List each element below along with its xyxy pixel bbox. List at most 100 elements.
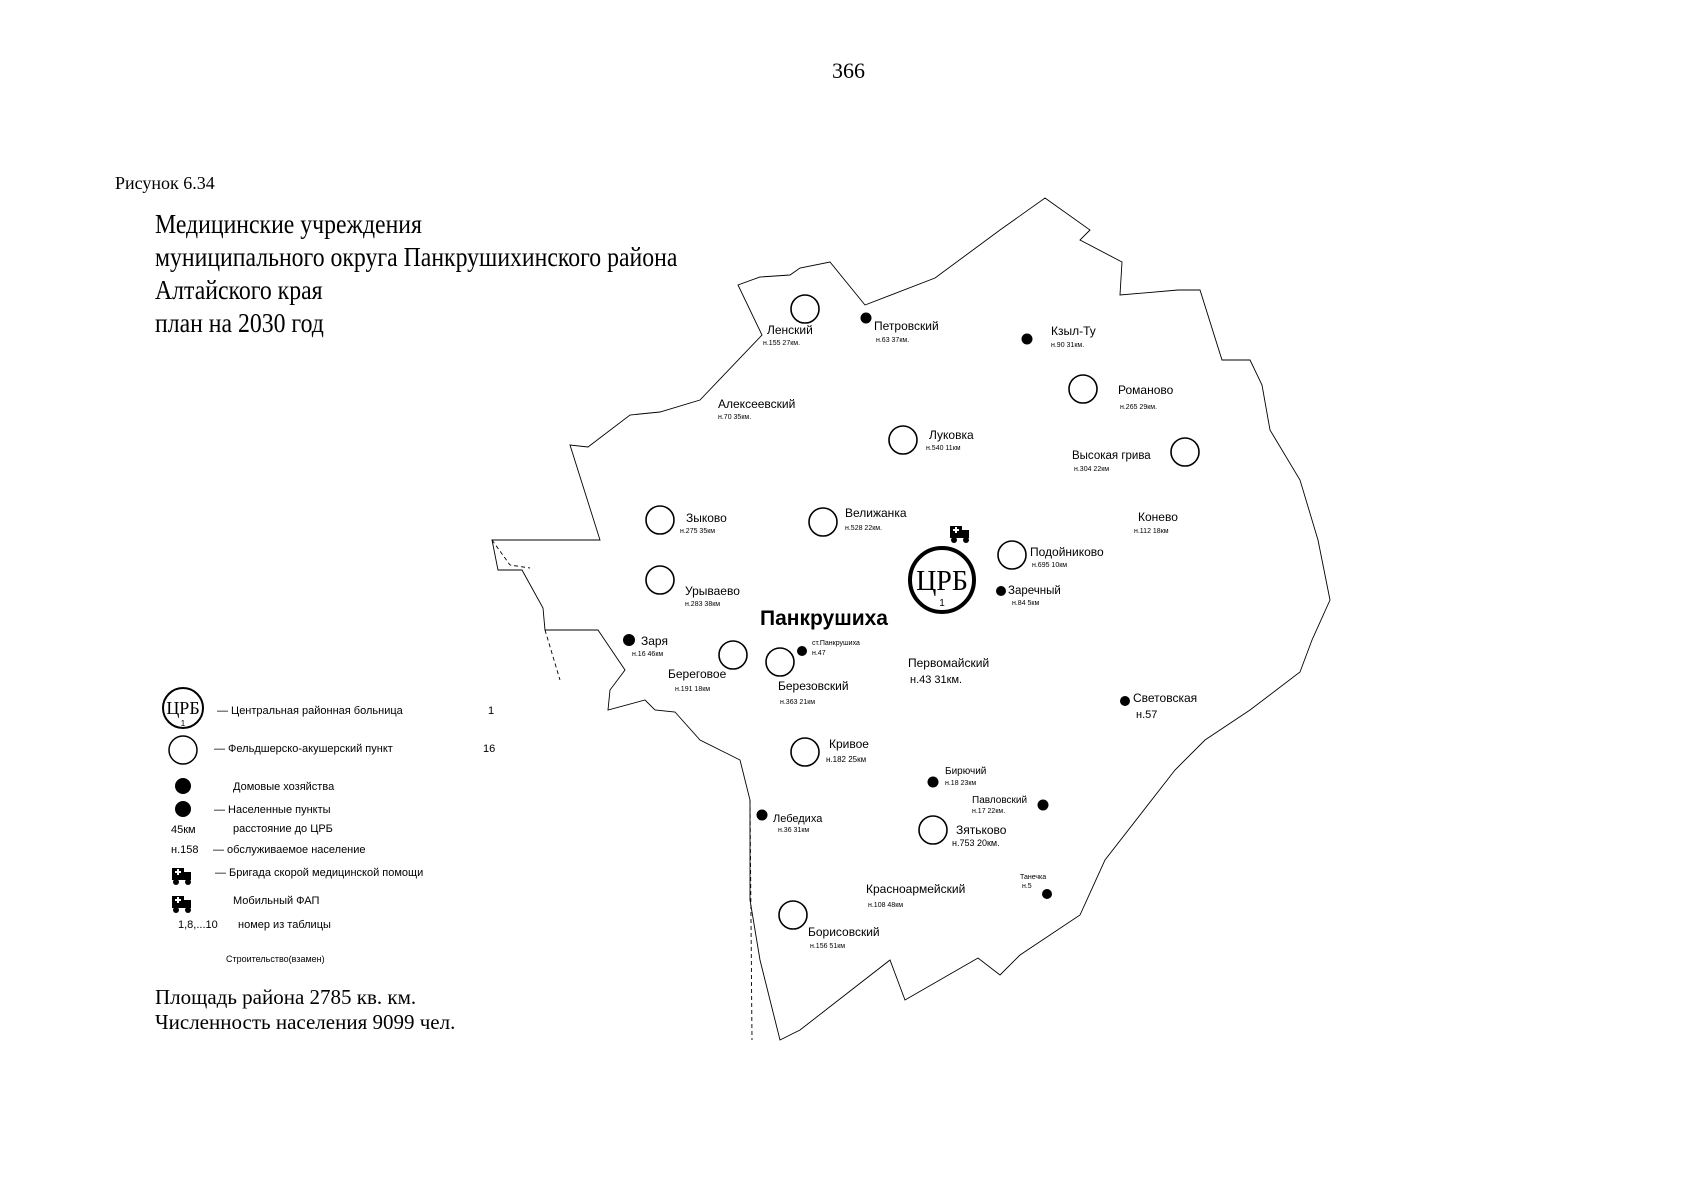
settlement-info-kzyl-tu: н.90 31км. <box>1051 342 1084 349</box>
title-line-1: Медицинские учреждения <box>155 209 422 239</box>
settlement-name-kzyl-tu: Кзыл-Ту <box>1051 324 1096 338</box>
legend-fap-count: 16 <box>483 743 495 755</box>
page-number: 366 <box>832 58 865 83</box>
settlement-name-podoynikovo: Подойниково <box>1030 545 1104 559</box>
fap-circle-beregovoe <box>718 640 748 670</box>
settlement-info-st-pankrushiha: н.47 <box>812 650 826 657</box>
legend-settlement-dot <box>175 801 191 817</box>
settlement-info-velizhanka: н.528 22км. <box>845 525 882 532</box>
dot-pavlovsky <box>1037 799 1049 811</box>
settlement-name-lensky: Ленский <box>767 323 813 337</box>
fap-circle-velizhanka <box>808 507 838 537</box>
dot-lebediha <box>756 809 768 821</box>
settlement-info-alekseevsky: н.70 35км. <box>718 414 751 421</box>
legend-ambulance-label: — Бригада скорой медицинской помощи <box>215 867 423 879</box>
legend-table-number-label: номер из таблицы <box>238 919 331 931</box>
fap-circle-krivoe <box>790 737 820 767</box>
dot-biryuchy <box>927 776 939 788</box>
legend-table-number-key: 1,8,...10 <box>178 919 218 931</box>
fap-circle-vysokaya-griva <box>1170 437 1200 467</box>
settlement-info-svetovskaya: н.57 <box>1136 709 1157 721</box>
settlement-info-biryuchy: н.18 23км <box>945 780 976 787</box>
crb-symbol: ЦРБ 1 <box>908 546 976 614</box>
legend-ambulance-icon <box>172 868 191 885</box>
legend-mobile-fap-icon <box>172 896 191 913</box>
settlement-info-lensky: н.155 27км. <box>763 340 800 347</box>
legend-crb-count: 1 <box>488 705 494 717</box>
district-population: Численность населения 9099 чел. <box>155 1010 456 1034</box>
settlement-info-petrovsky: н.63 37км. <box>876 337 909 344</box>
legend-household-dot <box>175 778 191 794</box>
legend-crb-symbol <box>162 687 204 729</box>
settlement-name-beregovoe: Береговое <box>668 667 727 681</box>
dot-tanechka <box>1042 889 1052 899</box>
settlement-name-zykovo: Зыково <box>686 511 727 525</box>
settlement-name-velizhanka: Велижанка <box>845 506 907 520</box>
settlement-info-beregovoe: н.191 18км <box>675 686 710 693</box>
legend-crb-label: — Центральная районная больница <box>217 705 404 717</box>
legend-distance-key: 45км <box>171 824 196 836</box>
settlement-name-zyatkovo: Зятьково <box>956 823 1007 837</box>
settlement-info-vysokaya-griva: н.304 22км <box>1074 466 1109 473</box>
center-label: Панкрушиха <box>760 607 888 630</box>
legend-population-key: н.158 <box>171 844 198 856</box>
settlement-name-zarya: Заря <box>641 634 668 648</box>
settlement-info-zyatkovo: н.753 20км. <box>952 838 1000 848</box>
fap-circle-zykovo <box>645 505 675 535</box>
settlement-info-uryvaevo: н.283 38км <box>685 601 720 608</box>
legend-crb-symbol-number: 1 <box>181 719 186 728</box>
legend-distance-label: расстояние до ЦРБ <box>233 823 333 835</box>
settlement-info-pavlovsky: н.17 22км. <box>972 808 1005 815</box>
settlement-name-vysokaya-griva: Высокая грива <box>1072 450 1151 462</box>
settlement-name-lebediha: Лебедиха <box>773 813 823 825</box>
district-area: Площадь района 2785 кв. км. <box>155 985 417 1009</box>
settlement-name-lukovka: Луковка <box>929 428 974 442</box>
settlement-name-romanovo: Романово <box>1118 383 1174 397</box>
crb-label: ЦРБ <box>916 566 968 597</box>
legend-fap-label: — Фельдшерско-акушерский пункт <box>214 743 393 755</box>
settlement-name-zarechny: Заречный <box>1008 585 1061 597</box>
settlement-info-zarya: н.16 46км <box>632 651 663 658</box>
settlement-name-biryuchy: Бирючий <box>945 766 986 777</box>
crb-number: 1 <box>939 598 945 609</box>
settlement-name-st-pankrushiha: ст.Панкрушиха <box>812 640 860 647</box>
fap-circle-uryvaevo <box>645 565 675 595</box>
legend-mobile-fap-label: Мобильный ФАП <box>233 895 320 907</box>
settlement-info-zarechny: н.84 5км <box>1012 600 1039 607</box>
settlement-info-borisovsky: н.156 51км <box>810 943 845 950</box>
settlement-name-alekseevsky: Алексеевский <box>718 397 795 411</box>
settlement-info-lebediha: н.36 31км <box>778 827 809 834</box>
settlement-name-svetovskaya: Световская <box>1133 691 1197 705</box>
fap-circle-lensky <box>790 294 820 324</box>
settlement-info-lukovka: н.540 11км <box>926 445 961 452</box>
settlement-info-krivoe: н.182 25км <box>826 755 866 764</box>
legend-crb-symbol-text: ЦРБ <box>166 698 199 718</box>
ambulance-icon <box>950 526 969 543</box>
fap-circle-lukovka <box>888 425 918 455</box>
settlement-name-borisovsky: Борисовский <box>808 925 880 939</box>
legend-construction-label: Строительство(взамен) <box>226 954 325 964</box>
settlement-name-krasnoarmeysky: Красноармейский <box>866 882 965 896</box>
settlement-name-konevo: Конево <box>1138 510 1178 524</box>
dot-kzyl-tu <box>1021 333 1033 345</box>
settlement-info-pervomaysky: н.43 31км. <box>910 674 962 686</box>
settlement-name-petrovsky: Петровский <box>874 319 939 333</box>
fap-circle-borisovsky <box>778 900 808 930</box>
legend-population-label: — обслуживаемое население <box>213 844 366 856</box>
legend-fap-symbol <box>168 735 198 765</box>
title-line-4: план на 2030 год <box>155 308 324 338</box>
dot-st-pankrushiha <box>797 646 807 656</box>
district-stats: Площадь района 2785 кв. км. Численность … <box>155 985 455 1035</box>
settlement-name-uryvaevo: Урываево <box>685 584 740 598</box>
legend: ЦРБ 1 — Центральная районная больница 1 … <box>162 687 495 964</box>
legend-household-label: Домовые хозяйства <box>233 781 335 793</box>
dot-zarechny <box>996 586 1006 596</box>
settlement-info-zykovo: н.275 35км <box>680 528 715 535</box>
settlement-info-krasnoarmeysky: н.108 48км <box>868 902 903 909</box>
fap-circle-zyatkovo <box>918 815 948 845</box>
settlement-name-berezovsky: Березовский <box>778 679 849 693</box>
settlement-name-pavlovsky: Павловский <box>972 795 1027 806</box>
settlement-info-konevo: н.112 18км <box>1134 528 1169 535</box>
map-title: Медицинские учреждения муниципального ок… <box>155 208 677 340</box>
